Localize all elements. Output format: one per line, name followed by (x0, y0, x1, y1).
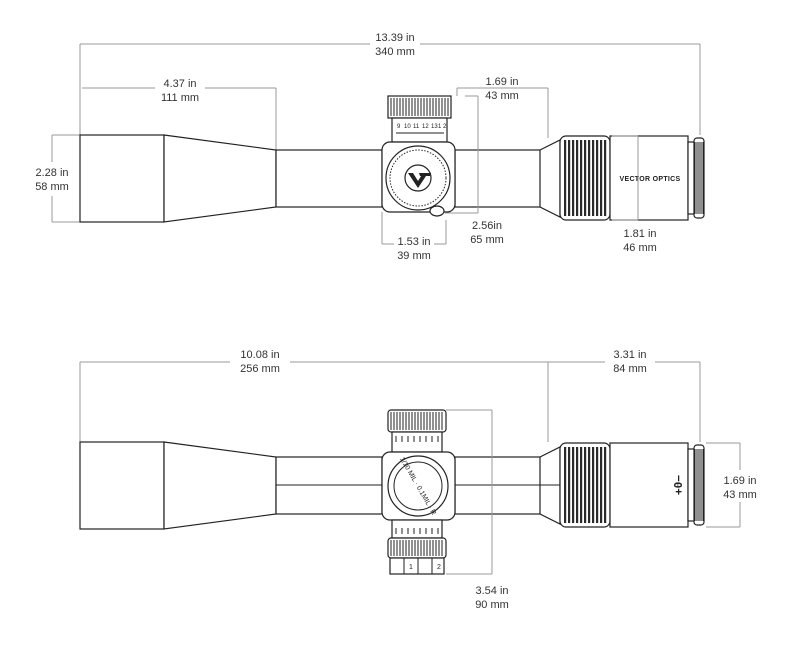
knurl-band (588, 447, 591, 523)
elev-num-0: 9 (397, 124, 401, 130)
overall-length-mm: 340 mm (375, 46, 415, 58)
side-view: 10.08 in 256 mm 3.31 in 84 mm (79, 349, 757, 611)
knurl-band (592, 447, 595, 523)
knurl-band (596, 140, 599, 216)
dim-side-eyepiece-diameter: 1.69 in 43 mm (706, 442, 757, 528)
dim-objective-length: 4.37 in 111 mm (82, 78, 277, 150)
knurl-band (576, 447, 579, 523)
top-view: 13.39 in 340 mm 4.37 in 111 mm 2.28 in 5… (35, 32, 705, 262)
objective-length-mm: 111 mm (161, 92, 199, 104)
objective-diameter-mm: 58 mm (35, 181, 69, 193)
windage-mark-2: 2 (437, 564, 441, 571)
front-to-eyepiece-in: 10.08 in (240, 349, 279, 361)
dim-eyepiece-length: 3.31 in 84 mm (548, 349, 701, 442)
elev-num-3: 12 (422, 124, 429, 130)
elevation-turret: 9 10 11 12 13 1 2 (381, 95, 456, 217)
dim-overall-length: 13.39 in 340 mm (79, 32, 701, 135)
dim-turret-offset: 1.69 in 43 mm 2.56in 65 mm (445, 76, 549, 246)
knurl-band (580, 140, 583, 216)
knurl-band (568, 447, 571, 523)
eyepiece-length-in: 3.31 in (613, 349, 646, 361)
knurl-band (568, 140, 571, 216)
turret-offset-mm: 43 mm (485, 90, 519, 102)
elev-num-6: 2 (443, 124, 447, 130)
eyepiece-diameter-mm: 46 mm (623, 242, 657, 254)
knurl-band (588, 140, 591, 216)
overall-length-in: 13.39 in (375, 32, 414, 44)
objective-length-in: 4.37 in (163, 78, 196, 90)
knurl-band (604, 140, 607, 216)
side-eyepiece-diameter-mm: 43 mm (723, 489, 757, 501)
eyepiece-length-mm: 84 mm (613, 363, 647, 375)
side-windage-turret: 1 2 (387, 519, 447, 575)
eyepiece-diameter-in: 1.81 in (623, 228, 656, 240)
front-to-eyepiece-mm: 256 mm (240, 363, 280, 375)
knurl-band (596, 447, 599, 523)
eyepiece-side: +0− (559, 442, 705, 528)
turret-base-in: 1.53 in (397, 236, 430, 248)
dim-turret-span: 3.54 in 90 mm (446, 409, 509, 611)
elev-num-4: 13 (431, 124, 438, 130)
dim-turret-base: 1.53 in 39 mm (381, 212, 447, 262)
turret-span-in: 3.54 in (475, 585, 508, 597)
knurl-band (584, 140, 587, 216)
objective-bell (79, 134, 277, 223)
knurl-band (564, 447, 567, 523)
knurl-band (572, 447, 575, 523)
knurl-band (592, 140, 595, 216)
turret-height-mm: 65 mm (470, 234, 504, 246)
eyepiece-top: VECTOR OPTICS (559, 135, 705, 221)
brand-label: VECTOR OPTICS (620, 176, 681, 183)
elev-num-5: 1 (438, 124, 442, 130)
vector-logo-icon (408, 173, 431, 188)
turret-span-mm: 90 mm (475, 599, 509, 611)
side-eyepiece-diameter-in: 1.69 in (723, 475, 756, 487)
elevation-scale: 9 10 11 12 13 1 2 (396, 124, 447, 134)
knurl-band (580, 447, 583, 523)
windage-index: 1 2 (403, 558, 441, 574)
knurl-band (572, 140, 575, 216)
diopter-marks: +0− (672, 475, 685, 495)
knurl-band (584, 447, 587, 523)
turret-base-mm: 39 mm (397, 250, 431, 262)
main-tube (275, 139, 561, 218)
side-main-tube (275, 446, 620, 525)
objective-diameter-in: 2.28 in (35, 167, 68, 179)
side-elevation-turret: 1/10 MIL · 0.1MIL · R (381, 409, 456, 521)
turret-height-in: 2.56in (472, 220, 502, 232)
elev-num-2: 11 (413, 124, 420, 130)
turret-offset-in: 1.69 in (485, 76, 518, 88)
elev-num-1: 10 (404, 124, 411, 130)
knurl-band (576, 140, 579, 216)
side-objective-bell (79, 441, 277, 530)
knurl-band (604, 447, 607, 523)
knurl-band (564, 140, 567, 216)
dim-eyepiece-diameter: 1.81 in 46 mm (612, 135, 657, 254)
dim-objective-diameter: 2.28 in 58 mm (35, 134, 80, 223)
windage-mark-1: 1 (409, 564, 413, 571)
knurl-band (600, 140, 603, 216)
parallax-lever (429, 205, 445, 217)
knurl-band (600, 447, 603, 523)
